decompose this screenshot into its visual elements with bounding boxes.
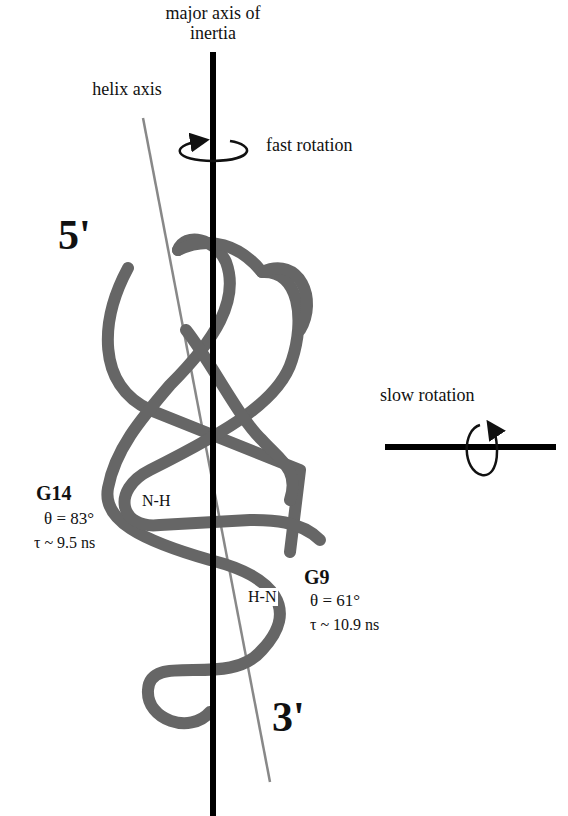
ribbon-strand (186, 330, 293, 500)
angle-value: θ = 83° (44, 510, 94, 529)
strand-end-label: 3' (272, 694, 305, 740)
time-value: τ ~ 10.9 ns (310, 616, 379, 634)
angle-value: θ = 61° (310, 592, 360, 611)
strand-end-label: 5' (58, 212, 91, 258)
residue-label: G9 (304, 566, 330, 588)
ribbon-strand (125, 243, 320, 540)
bond-label: N-H (140, 492, 172, 510)
major-axis-line (210, 52, 216, 816)
axis-label: major axis of inertia (158, 4, 268, 44)
rotation-arrow (467, 425, 497, 475)
time-value: τ ~ 9.5 ns (34, 534, 95, 552)
ribbon-strand (108, 268, 300, 552)
slow-axis-line (385, 444, 556, 450)
motion-label: fast rotation (266, 136, 352, 156)
axis-label: helix axis (92, 80, 162, 100)
bond-label: H-N (246, 588, 278, 606)
rotation-arrow (180, 141, 247, 161)
ribbon-strand (262, 268, 307, 330)
residue-label: G14 (36, 482, 72, 504)
motion-label: slow rotation (380, 386, 475, 406)
